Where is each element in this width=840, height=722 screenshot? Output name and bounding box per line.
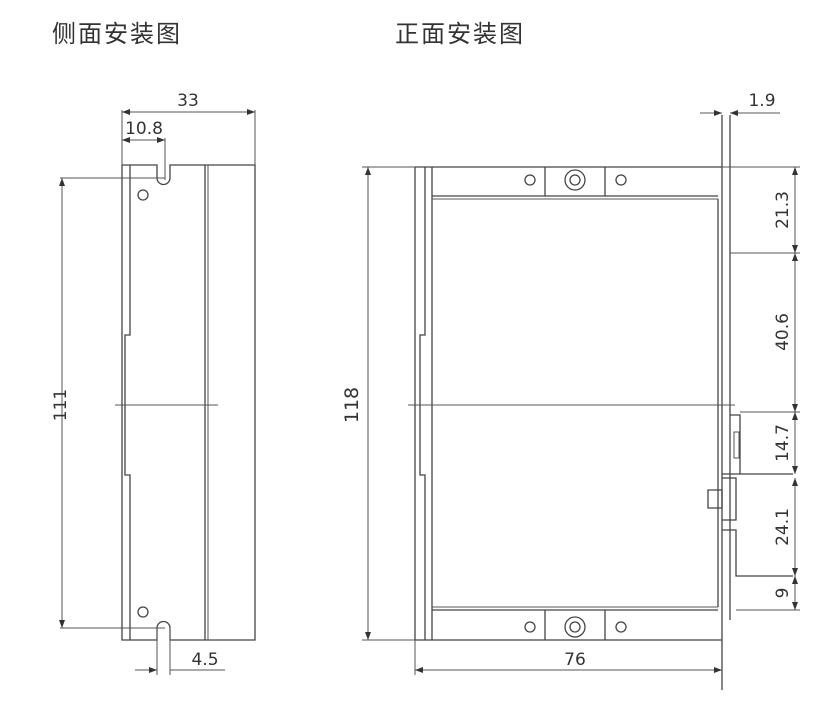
dim-33: 33 [177, 91, 199, 111]
mount-hole-icon [137, 606, 149, 618]
mount-hole-icon [137, 189, 149, 201]
hole-icon [524, 174, 536, 186]
side-view-title: 侧面安装图 [52, 20, 182, 48]
dim-14-7: 14.7 [773, 424, 793, 462]
hole-icon [615, 621, 627, 633]
dim-76: 76 [564, 650, 586, 670]
dim-4-5: 4.5 [191, 650, 218, 670]
screw-icon [564, 616, 586, 638]
dim-111: 111 [51, 389, 71, 421]
front-view: 1.9 21.3 40.6 14.7 24.1 9 118 76 [341, 91, 800, 690]
side-view: 33 10.8 111 4.5 [51, 91, 256, 675]
hole-icon [615, 174, 627, 186]
dim-21-3: 21.3 [773, 191, 793, 229]
front-view-title: 正面安装图 [395, 20, 525, 48]
dim-40-6: 40.6 [773, 313, 793, 351]
dim-24-1: 24.1 [773, 508, 793, 546]
dim-118: 118 [341, 387, 363, 423]
dim-10-8: 10.8 [125, 119, 163, 139]
dim-1-9: 1.9 [748, 91, 775, 111]
hole-icon [524, 621, 536, 633]
dim-9: 9 [773, 588, 793, 599]
screw-icon [564, 169, 586, 191]
